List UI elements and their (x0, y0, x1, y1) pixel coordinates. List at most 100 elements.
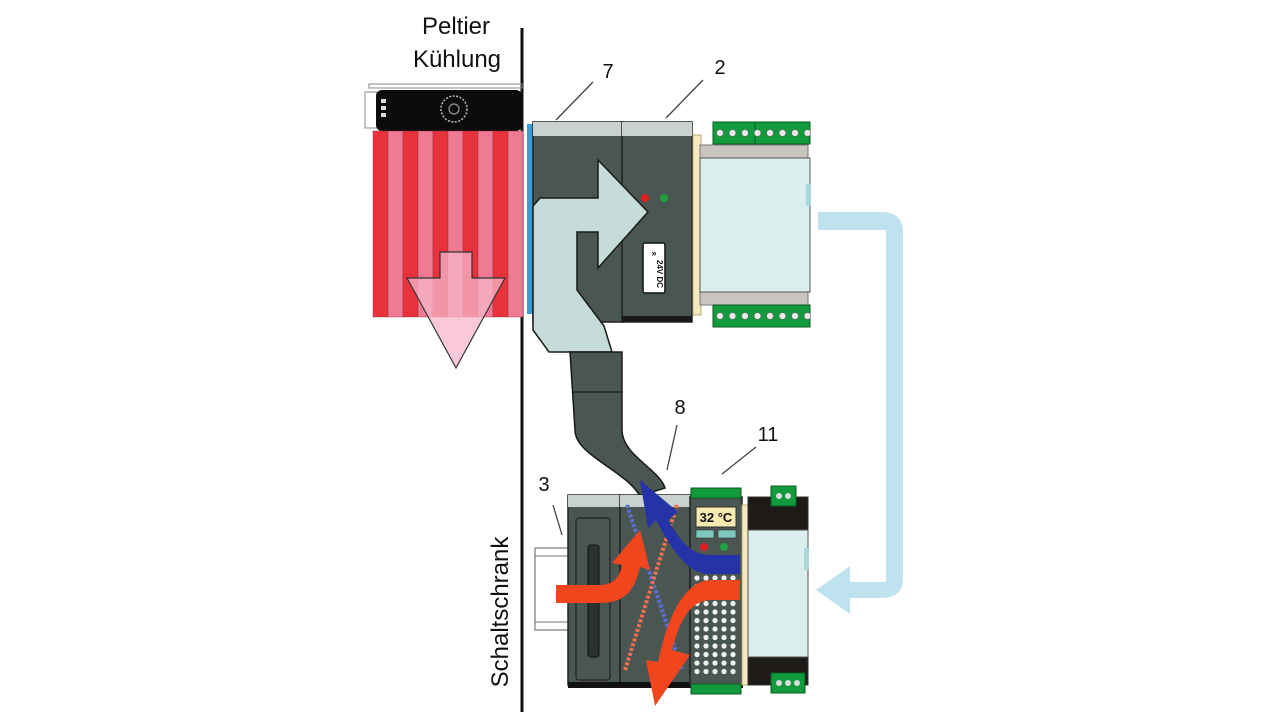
peltier-label-line1: Peltier (422, 13, 490, 40)
vent-hole (703, 643, 709, 649)
crossflow-line-blue (625, 504, 684, 671)
warm-air-out-arrow (646, 580, 740, 706)
duct-seal-strip (527, 124, 535, 314)
thermostat-led-green-icon (720, 543, 728, 551)
led-green-icon (660, 194, 668, 202)
relay-face-upper (699, 157, 811, 293)
callout-8: 8 (666, 397, 686, 471)
terminal-screw-icon (753, 312, 762, 320)
vent-hole (712, 634, 718, 641)
vent-hole (712, 668, 718, 675)
air-duct-channel (569, 351, 666, 497)
vent-hole (730, 668, 736, 675)
vent-hole (694, 668, 700, 675)
vent-hole (712, 651, 718, 658)
terminal-screw-icon (728, 129, 737, 137)
heatsink-fin (372, 130, 389, 318)
svg-text:7: 7 (602, 61, 613, 83)
svg-text:2: 2 (714, 57, 725, 79)
terminal-screw-icon (716, 312, 724, 320)
terminal-screw-icon (778, 312, 787, 320)
terminal-screw-icon (753, 129, 762, 137)
temperature-readout: 32 °C (700, 510, 733, 525)
vent-hole (703, 668, 709, 675)
svg-text:3: 3 (538, 474, 549, 496)
vent-hole (721, 660, 727, 666)
fan-icon (440, 95, 468, 123)
terminal-screw-icon (766, 129, 774, 137)
cool-air-arrow (640, 480, 740, 574)
vent-hole (730, 634, 736, 641)
peltier-heatsink (364, 83, 524, 370)
vent-hole (721, 609, 727, 615)
svg-text:»: » (651, 248, 656, 258)
vent-hole (730, 651, 736, 658)
terminal-screw-icon (741, 312, 749, 320)
thermostat-button-right (717, 529, 737, 539)
vent-hole (721, 617, 727, 624)
vent-hole (694, 651, 700, 658)
heatsink-fin (387, 130, 404, 318)
vent-hole (703, 575, 709, 581)
upper-relay-module (692, 121, 812, 328)
heat-out-arrow (405, 251, 507, 370)
svg-text:8: 8 (674, 397, 685, 419)
vent-hole (721, 643, 727, 649)
callout-7: 7 (555, 61, 614, 121)
temperature-display (695, 506, 737, 528)
thermostat-led-red-icon (700, 543, 708, 551)
terminal-screw-icon (766, 312, 774, 320)
crossflow-line-red (623, 504, 679, 671)
vent-hole (694, 626, 700, 632)
upper-module-group: » 24V DC (527, 121, 693, 497)
vent-hole (730, 575, 736, 581)
voltage-badge-text: 24V DC (655, 260, 664, 288)
terminal-screw-icon (803, 312, 812, 320)
vent-hole (703, 660, 709, 666)
peltier-label-line2: Kühlung (413, 46, 501, 73)
thermostat-terminal-top (690, 487, 742, 499)
terminal-screw-icon (716, 129, 724, 137)
vent-hole (712, 643, 718, 649)
terminal-screw-icon (728, 312, 737, 320)
vent-hole (712, 575, 718, 581)
vent-hole (721, 651, 727, 658)
vent-hole (703, 617, 709, 624)
heatsink-fin (507, 130, 524, 318)
led-red-icon (641, 194, 649, 202)
vent-hole (694, 609, 700, 615)
terminal-screw-icon (741, 129, 749, 137)
vent-hole (703, 609, 709, 615)
vent-hole (712, 609, 718, 615)
vent-hole (730, 609, 736, 615)
terminal-screw-icon (791, 312, 799, 320)
vent-hole (703, 634, 709, 641)
vent-hole (694, 575, 700, 581)
vent-hole (703, 651, 709, 658)
vent-hole (694, 617, 700, 624)
svg-text:11: 11 (758, 424, 779, 446)
terminal-screw-icon (778, 129, 787, 137)
vent-hole (703, 626, 709, 632)
terminal-screw-icon (803, 129, 812, 137)
vent-hole (730, 600, 736, 607)
callout-3: 3 (538, 474, 563, 536)
relay-terminal-top (770, 485, 797, 507)
warm-air-in-arrow (556, 530, 650, 603)
vent-hole (712, 626, 718, 632)
return-airflow-arrow (816, 212, 903, 614)
vent-hole (703, 600, 709, 607)
vent-hole (721, 668, 727, 675)
callout-2: 2 (665, 57, 726, 119)
heatsink-fins (372, 130, 524, 318)
vent-hole (694, 660, 700, 666)
vent-hole (730, 660, 736, 666)
vent-hole (730, 617, 736, 624)
vent-hole (694, 643, 700, 649)
vent-hole (712, 617, 718, 624)
voltage-badge (642, 242, 666, 294)
terminal-screw-icon (791, 129, 799, 137)
cabinet-label: Schaltschrank (487, 536, 514, 688)
relay-face-lower (747, 529, 809, 658)
